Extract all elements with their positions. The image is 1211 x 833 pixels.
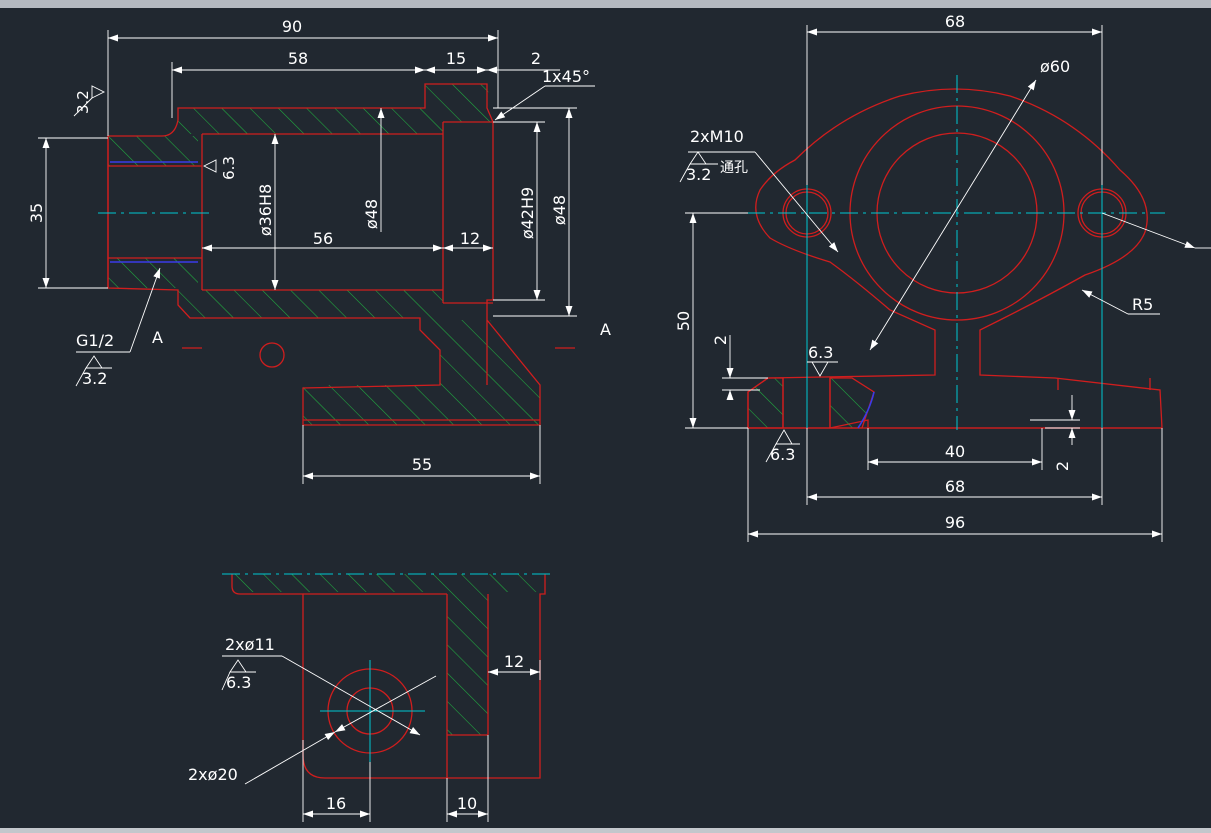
roughness-bore: 6.3 — [220, 156, 238, 180]
dim-height: 50 — [674, 311, 693, 331]
status-bar-strip — [0, 828, 1211, 833]
dim-offset: 16 — [326, 794, 346, 813]
dim-counterbore-dia: ø42H9 — [518, 187, 537, 239]
dim-recess: 2 — [1053, 461, 1072, 471]
dim-counterbore: 2xø20 — [188, 765, 238, 784]
hatch-side-left — [747, 377, 784, 429]
roughness-thread: 3.2 — [82, 369, 107, 388]
dim-step: 2 — [711, 335, 730, 345]
roughness-side-top: 6.3 — [808, 343, 833, 362]
hatch-left-thread-top — [108, 136, 198, 166]
dim-overall-length: 90 — [282, 17, 302, 36]
dim-counterbore-depth: 12 — [460, 229, 480, 248]
dim-base-total: 96 — [945, 513, 965, 532]
dim-base-mid: 68 — [945, 477, 965, 496]
roughness-hole: 3.2 — [686, 165, 711, 184]
dim-flange-dia: ø48 — [550, 195, 569, 225]
hatch-left-thread-bottom — [108, 258, 198, 288]
dim-chamfer: 1x45° — [542, 67, 590, 86]
roughness-top: 3.2 — [74, 90, 92, 114]
dim-base-width: 55 — [412, 455, 432, 474]
section-view: 2xø11 6.3 2xø20 16 10 12 — [188, 573, 550, 822]
dim-bore-dia: ø36H8 — [256, 184, 275, 236]
hole-label: 2xM10 — [690, 127, 744, 146]
section-label-right: A — [600, 320, 611, 339]
section-label-left: A — [152, 328, 163, 347]
front-view: 90 58 15 2 1x45° 35 ø36H8 ø48 ø42H9 ø48 … — [27, 17, 611, 484]
dim-bore-depth: 56 — [313, 229, 333, 248]
hatch-upper-wall — [178, 84, 493, 134]
thread-label: G1/2 — [76, 331, 114, 350]
dim-chamfer-length: 2 — [531, 49, 541, 68]
front-outline — [107, 83, 541, 426]
title-bar-strip — [0, 0, 1211, 8]
flange-outline — [747, 88, 1163, 429]
section-outline — [231, 574, 546, 779]
dim-step-length: 15 — [446, 49, 466, 68]
hatch-lower-wall — [178, 290, 540, 425]
dim-bore-length: 58 — [288, 49, 308, 68]
hatch-rib — [447, 592, 488, 735]
hole-note: 通孔 — [720, 160, 748, 176]
roughness-side-bottom: 6.3 — [770, 445, 795, 464]
dim-base-inner: 40 — [945, 442, 965, 461]
side-view: 68 ø60 2xM10 3.2 通孔 R5 50 2 6.3 6.3 — [674, 12, 1211, 542]
dim-thread-height: 35 — [27, 203, 46, 223]
hatch-top-plate — [232, 574, 545, 592]
dim-radius: R5 — [1132, 295, 1153, 314]
roughness-section: 6.3 — [226, 673, 251, 692]
dim-boss-dia: ø60 — [1040, 57, 1070, 76]
dim-outer-dia: ø48 — [362, 199, 381, 229]
dim-rib-thickness: 10 — [457, 794, 477, 813]
dim-wall-width: 12 — [504, 652, 524, 671]
dim-small-hole: 2xø11 — [225, 635, 275, 654]
dim-hole-spacing: 68 — [945, 12, 965, 31]
